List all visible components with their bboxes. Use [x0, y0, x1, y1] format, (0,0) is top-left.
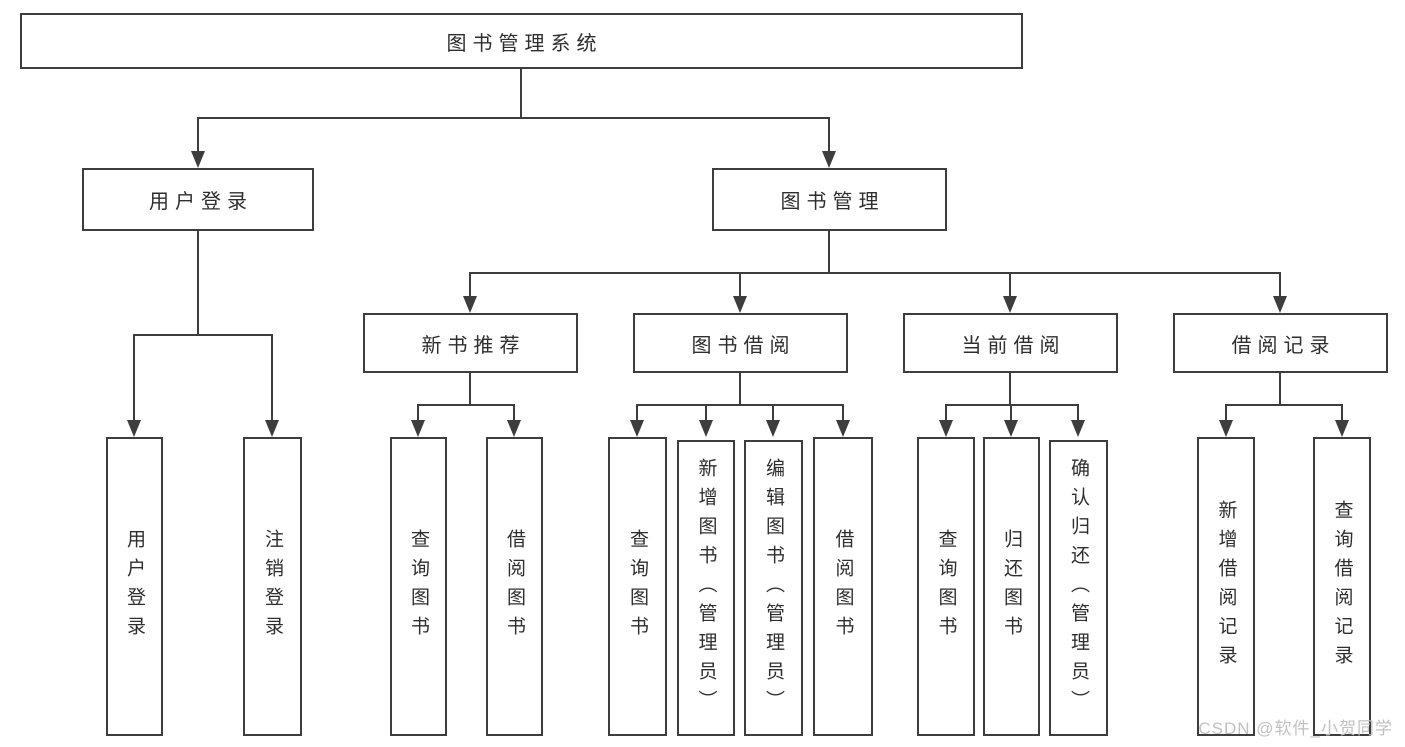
node-root: 图书管理系统 — [20, 13, 1023, 69]
leaf-label: 借阅图书 — [832, 528, 854, 645]
leaf-label: 确认归还（管理员） — [1068, 457, 1089, 719]
node-borrow-records: 借阅记录 — [1173, 313, 1388, 373]
arrowheads — [127, 151, 1349, 437]
node-current-borrow: 当前借阅 — [903, 313, 1118, 373]
node-leaf-borrow-book-2: 借阅图书 — [813, 437, 873, 736]
leaf-label: 查询图书 — [408, 528, 429, 645]
node-leaf-confirm-return-admin: 确认归还（管理员） — [1049, 440, 1108, 736]
node-leaf-add-borrow-record: 新增借阅记录 — [1197, 437, 1255, 736]
leaf-label: 查询图书 — [935, 528, 957, 645]
node-leaf-user-login: 用户登录 — [106, 437, 163, 736]
node-new-book-recommend: 新书推荐 — [363, 313, 578, 373]
node-leaf-logout: 注销登录 — [243, 437, 302, 736]
leaf-label: 编辑图书（管理员） — [763, 457, 784, 719]
node-leaf-return-book: 归还图书 — [983, 437, 1040, 736]
leaf-label: 新增借阅记录 — [1215, 499, 1237, 674]
node-leaf-add-book-admin: 新增图书（管理员） — [677, 440, 735, 736]
leaf-label: 用户登录 — [124, 528, 145, 645]
node-leaf-query-book-2: 查询图书 — [608, 437, 667, 736]
leaf-label: 归还图书 — [1001, 528, 1022, 645]
leaf-label: 查询借阅记录 — [1331, 499, 1353, 674]
node-user-login: 用户登录 — [82, 168, 314, 231]
node-leaf-query-borrow-record: 查询借阅记录 — [1313, 437, 1371, 736]
node-book-borrow: 图书借阅 — [633, 313, 848, 373]
node-leaf-borrow-book-1: 借阅图书 — [486, 437, 543, 736]
node-leaf-edit-book-admin: 编辑图书（管理员） — [744, 440, 803, 736]
leaf-label: 新增图书（管理员） — [695, 457, 717, 719]
leaf-label: 注销登录 — [262, 528, 283, 645]
node-leaf-query-book-1: 查询图书 — [390, 437, 447, 736]
leaf-label: 借阅图书 — [504, 528, 525, 645]
leaf-label: 查询图书 — [627, 528, 648, 645]
node-book-mgmt: 图书管理 — [712, 168, 947, 231]
csdn-watermark: CSDN @软件_小贺同学 — [1198, 719, 1393, 738]
node-leaf-query-book-3: 查询图书 — [917, 437, 975, 736]
